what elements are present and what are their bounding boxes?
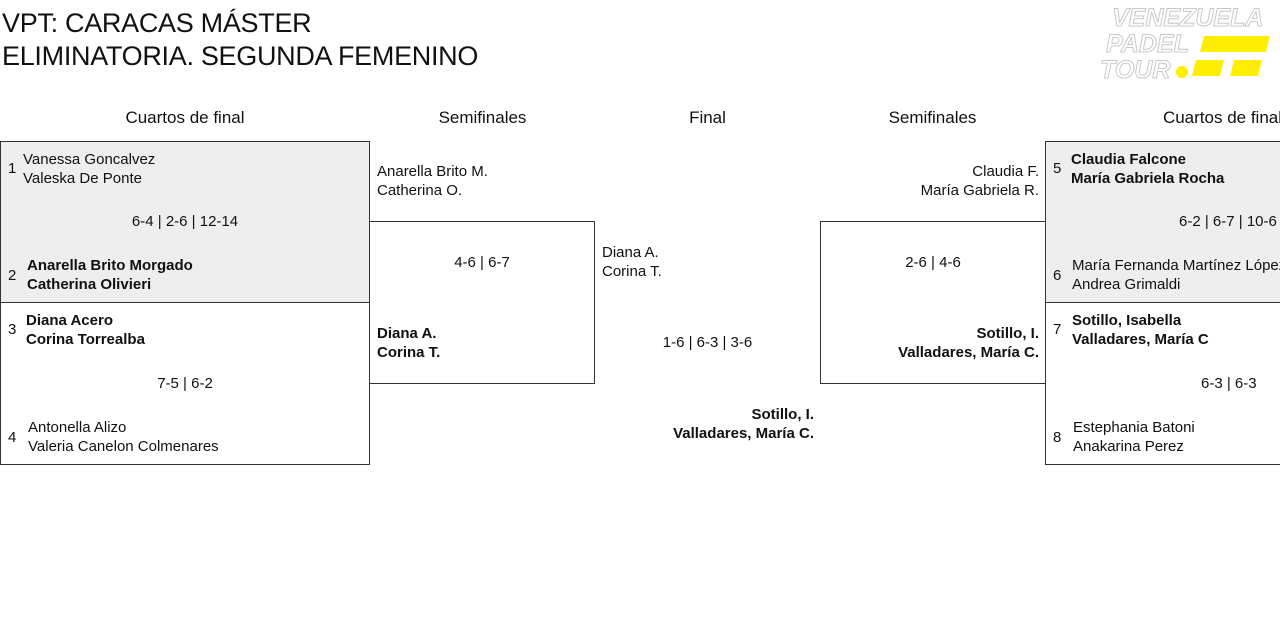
seed: 4 — [8, 429, 17, 446]
match-qf-1: 1 Vanessa Goncalvez Valeska De Ponte 6-4… — [0, 141, 370, 303]
player-name: Valeria Canelon Colmenares — [28, 438, 219, 455]
player-name: Anarella Brito Morgado — [27, 257, 193, 274]
match-qf-3: 5 Claudia Falcone María Gabriela Rocha 6… — [1045, 141, 1280, 303]
player-name: Anarella Brito M. — [377, 163, 488, 180]
team-top-winner: Claudia Falcone María Gabriela Rocha — [1071, 150, 1224, 188]
match-score: 6-3 | 6-3 — [1201, 375, 1257, 392]
player-name: Catherina O. — [377, 182, 463, 199]
team-top-winner: Sotillo, Isabella Valladares, María C — [1072, 311, 1209, 349]
sf-right-team-bottom-winner: Sotillo, I. Valladares, María C. — [821, 324, 1039, 362]
match-score: 4-6 | 6-7 — [454, 254, 510, 271]
logo-court-shape — [1176, 36, 1270, 78]
player-name: Vanessa Goncalvez — [23, 151, 156, 168]
event-title-line1: VPT: CARACAS MÁSTER — [2, 8, 312, 38]
team-top-winner: Diana Acero Corina Torrealba — [26, 311, 145, 349]
player-name: Claudia F. — [972, 163, 1039, 180]
sf-left-team-top: Anarella Brito M. Catherina O. — [377, 162, 488, 200]
player-name: Sotillo, Isabella — [1072, 312, 1182, 329]
logo-text-padel: PADEL — [1106, 30, 1189, 58]
round-header-sf-left: Semifinales — [438, 108, 527, 127]
round-header-qf-right: Cuartos de final — [1162, 108, 1280, 127]
player-name: Estephania Batoni — [1073, 419, 1195, 436]
match-score: 2-6 | 4-6 — [905, 254, 961, 271]
match-qf-2: 3 Diana Acero Corina Torrealba 7-5 | 6-2… — [0, 302, 370, 465]
player-name: Sotillo, I. — [976, 325, 1040, 342]
player-name: Andrea Grimaldi — [1072, 276, 1181, 293]
player-name: María Gabriela R. — [920, 182, 1039, 199]
seed: 1 — [8, 160, 17, 177]
event-title-line2: ELIMINATORIA. SEGUNDA FEMENINO — [2, 41, 479, 71]
seed: 5 — [1053, 160, 1062, 177]
logo-text-venezuela: VENEZUELA — [1112, 4, 1263, 32]
player-name: Valladares, María C. — [898, 344, 1039, 361]
player-name: Anakarina Perez — [1073, 438, 1184, 455]
player-name: Antonella Alizo — [28, 419, 127, 436]
match-score: 6-2 | 6-7 | 10-6 — [1179, 213, 1277, 230]
seed: 3 — [8, 321, 17, 338]
player-name: Diana A. — [602, 244, 659, 261]
player-name: Catherina Olivieri — [27, 276, 152, 293]
sf-right-team-top: Claudia F. María Gabriela R. — [820, 162, 1039, 200]
seed: 8 — [1053, 429, 1062, 446]
player-name: María Gabriela Rocha — [1071, 170, 1225, 187]
player-name: Diana Acero — [26, 312, 113, 329]
match-score: 7-5 | 6-2 — [157, 375, 213, 392]
seed: 6 — [1053, 267, 1062, 284]
match-score: 6-4 | 2-6 | 12-14 — [131, 213, 239, 230]
player-name: Corina T. — [602, 263, 662, 280]
final-score: 1-6 | 6-3 | 3-6 — [662, 334, 753, 351]
seed: 7 — [1053, 321, 1062, 338]
seed: 2 — [8, 267, 17, 284]
round-header-qf-left: Cuartos de final — [125, 108, 245, 127]
final-team-top: Diana A. Corina T. — [602, 243, 662, 281]
team-bottom: Antonella Alizo Valeria Canelon Colmenar… — [28, 418, 219, 456]
sf-left-team-bottom-winner: Diana A. Corina T. — [377, 324, 440, 362]
player-name: Corina Torrealba — [26, 331, 145, 348]
player-name: María Fernanda Martínez López — [1072, 257, 1280, 274]
player-name: Corina T. — [377, 344, 441, 361]
match-sf-right: 2-6 | 4-6 Sotillo, I. Valladares, María … — [820, 221, 1046, 384]
player-name: Claudia Falcone — [1071, 151, 1187, 168]
match-sf-left: 4-6 | 6-7 Diana A. Corina T. — [369, 221, 595, 384]
team-bottom: Estephania Batoni Anakarina Perez — [1073, 418, 1195, 456]
player-name: Diana A. — [377, 325, 437, 342]
venezuela-padel-tour-logo: VENEZUELA PADEL TOUR — [1100, 4, 1270, 82]
logo-text-tour: TOUR — [1100, 56, 1170, 82]
player-name: Valladares, María C. — [673, 425, 814, 442]
final-team-bottom-champion: Sotillo, I. Valladares, María C. — [595, 405, 814, 443]
player-name: Valladares, María C — [1072, 331, 1209, 348]
round-header-sf-right: Semifinales — [888, 108, 977, 127]
player-name: Sotillo, I. — [751, 406, 815, 423]
match-qf-4: 7 Sotillo, Isabella Valladares, María C … — [1045, 302, 1280, 465]
team-bottom-winner: Anarella Brito Morgado Catherina Olivier… — [27, 256, 193, 294]
team-bottom: María Fernanda Martínez López Andrea Gri… — [1072, 256, 1280, 294]
player-name: Valeska De Ponte — [23, 170, 142, 187]
round-header-final: Final — [689, 108, 726, 127]
team-top: Vanessa Goncalvez Valeska De Ponte — [23, 150, 155, 188]
